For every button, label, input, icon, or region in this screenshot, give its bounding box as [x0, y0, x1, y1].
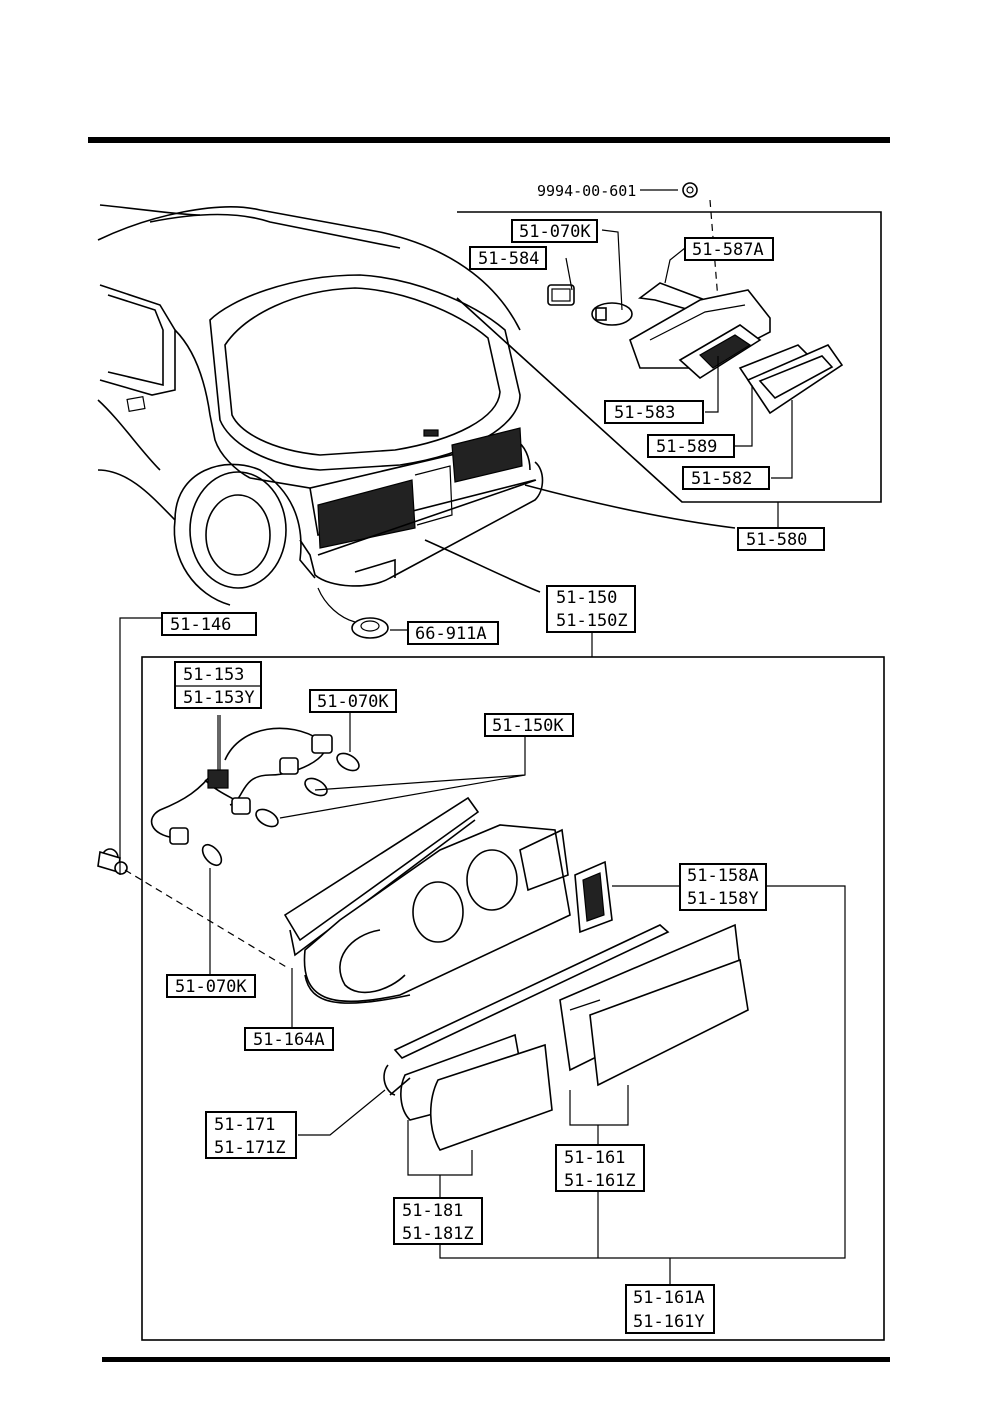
- svg-text:51-146: 51-146: [170, 615, 231, 635]
- callout-51-070K-top[interactable]: 51-070K: [511, 219, 598, 243]
- left-tail-lamp-shading: [317, 479, 416, 549]
- svg-text:51-150K: 51-150K: [492, 716, 564, 736]
- svg-text:51-587A: 51-587A: [692, 240, 764, 260]
- svg-text:51-153Y: 51-153Y: [183, 688, 255, 708]
- svg-text:51-161A: 51-161A: [633, 1288, 705, 1308]
- callout-51-158A[interactable]: 51-158A 51-158Y: [679, 863, 767, 911]
- callout-51-583[interactable]: 51-583: [604, 400, 704, 424]
- svg-text:51-161Z: 51-161Z: [564, 1171, 636, 1191]
- callout-51-164A[interactable]: 51-164A: [244, 1027, 334, 1051]
- header-rule: [88, 137, 890, 143]
- svg-text:51-181Z: 51-181Z: [402, 1224, 474, 1244]
- callout-51-584[interactable]: 51-584: [469, 246, 547, 270]
- callout-51-589[interactable]: 51-589: [647, 434, 735, 458]
- svg-text:51-589: 51-589: [656, 437, 717, 457]
- svg-text:51-150: 51-150: [556, 588, 617, 608]
- car-rear-illustration: [97, 204, 736, 623]
- callout-51-171[interactable]: 51-171 51-171Z: [205, 1111, 297, 1159]
- svg-text:66-911A: 66-911A: [415, 624, 487, 644]
- callout-66-911A[interactable]: 66-911A: [407, 621, 499, 645]
- svg-text:51-070K: 51-070K: [519, 222, 591, 242]
- callout-51-587A[interactable]: 51-587A: [684, 237, 774, 261]
- footer-rule: [102, 1357, 890, 1362]
- svg-text:51-070K: 51-070K: [317, 692, 389, 712]
- callout-51-070K-mid[interactable]: 51-070K: [309, 689, 397, 713]
- right-tail-lamp-shading: [451, 427, 523, 483]
- bolt-part-number: 9994-00-601: [537, 182, 636, 200]
- svg-text:51-171Z: 51-171Z: [214, 1138, 286, 1158]
- callout-51-146[interactable]: 51-146: [161, 612, 257, 636]
- callout-51-153[interactable]: 51-153 51-153Y: [174, 661, 262, 709]
- callout-51-161[interactable]: 51-161 51-161Z: [555, 1144, 645, 1192]
- svg-text:51-164A: 51-164A: [253, 1030, 325, 1050]
- svg-text:51-171: 51-171: [214, 1115, 275, 1135]
- grommet-66-911A: [351, 617, 389, 639]
- svg-text:51-161: 51-161: [564, 1148, 625, 1168]
- tail-lamp-assembly: [97, 189, 885, 1341]
- svg-text:51-161Y: 51-161Y: [633, 1312, 705, 1332]
- svg-text:51-070K: 51-070K: [175, 977, 247, 997]
- license-lamp-assembly: [456, 182, 882, 503]
- svg-text:51-582: 51-582: [691, 469, 752, 489]
- callout-51-150K[interactable]: 51-150K: [484, 713, 574, 737]
- callout-51-582[interactable]: 51-582: [682, 466, 770, 490]
- callout-51-580[interactable]: 51-580: [737, 527, 825, 551]
- svg-text:51-584: 51-584: [478, 249, 539, 269]
- svg-text:51-158A: 51-158A: [687, 866, 759, 886]
- callout-51-181[interactable]: 51-181 51-181Z: [393, 1197, 483, 1245]
- callout-51-150[interactable]: 51-150 51-150Z: [546, 585, 636, 633]
- svg-text:51-580: 51-580: [746, 530, 807, 550]
- svg-text:51-150Z: 51-150Z: [556, 611, 628, 631]
- callout-51-070K-low[interactable]: 51-070K: [166, 974, 256, 998]
- svg-text:51-181: 51-181: [402, 1201, 463, 1221]
- svg-text:51-158Y: 51-158Y: [687, 889, 759, 909]
- svg-text:51-153: 51-153: [183, 665, 244, 685]
- svg-text:51-583: 51-583: [614, 403, 675, 423]
- callout-51-161A[interactable]: 51-161A 51-161Y: [625, 1284, 715, 1334]
